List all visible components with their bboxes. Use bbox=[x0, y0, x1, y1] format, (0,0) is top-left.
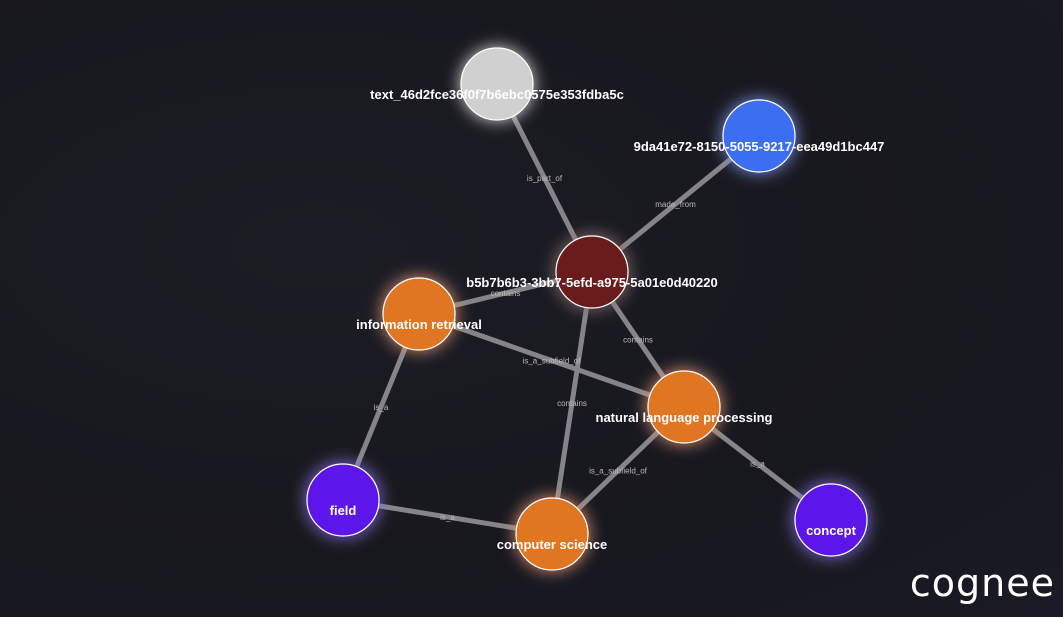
edge-label: is_part_of bbox=[527, 174, 563, 183]
edge-label: is_a bbox=[440, 513, 455, 522]
edge-label: is_a bbox=[750, 460, 765, 469]
edge-label: contains bbox=[491, 289, 521, 298]
node-field[interactable] bbox=[306, 463, 380, 537]
edge-label: is_a_subfield_of bbox=[523, 357, 582, 366]
node-center[interactable] bbox=[555, 235, 629, 309]
node-label: field bbox=[330, 503, 357, 518]
node-label: computer science bbox=[497, 537, 608, 552]
node-concept[interactable] bbox=[794, 483, 868, 557]
edge-label: made_from bbox=[655, 200, 696, 209]
node-nlp[interactable] bbox=[647, 370, 721, 444]
node-label: text_46d2fce36f0f7b6ebc0575e353fdba5c bbox=[370, 87, 624, 102]
node-label: 9da41e72-8150-5055-9217-eea49d1bc447 bbox=[634, 139, 885, 154]
edge-center-cs[interactable] bbox=[549, 271, 595, 535]
node-label: b5b7b6b3-3bb7-5efd-a975-5a01e0d40220 bbox=[466, 275, 717, 290]
node-label: information retrieval bbox=[356, 317, 482, 332]
node-blue[interactable] bbox=[722, 99, 796, 173]
edge-ir-nlp[interactable] bbox=[418, 311, 685, 410]
edge-label: contains bbox=[623, 336, 653, 345]
node-label: concept bbox=[806, 523, 857, 538]
node-cs[interactable] bbox=[515, 497, 589, 571]
edge-label: contains bbox=[557, 399, 587, 408]
node-text[interactable] bbox=[460, 47, 534, 121]
cognee-logo: cognee bbox=[909, 561, 1055, 605]
node-label: natural language processing bbox=[596, 410, 773, 425]
edge-label: is_a bbox=[374, 403, 389, 412]
edge-label: is_a_subfield_of bbox=[589, 467, 648, 476]
node-ir[interactable] bbox=[382, 277, 456, 351]
